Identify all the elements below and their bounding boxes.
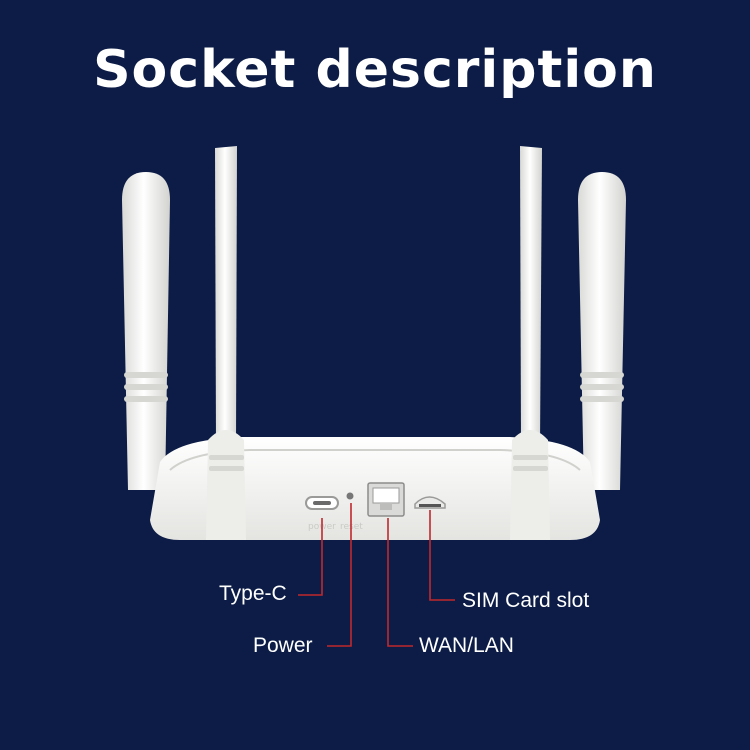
antenna-right-inner xyxy=(510,146,550,540)
antenna-left-inner xyxy=(206,146,246,540)
type-c-callout-line xyxy=(298,518,323,596)
wan-lan-callout-line xyxy=(387,518,413,647)
reset-pinhole xyxy=(346,492,354,500)
page-title: Socket description xyxy=(93,40,657,100)
power-label: Power xyxy=(253,634,313,657)
antenna-right-outer xyxy=(578,172,626,490)
sim-card-slot-label: SIM Card slot xyxy=(462,589,590,612)
wan-lan-label: WAN/LAN xyxy=(419,634,514,657)
type-c-label: Type-C xyxy=(219,582,287,605)
power-callout-line xyxy=(327,503,352,647)
sim-callout-line xyxy=(429,510,455,601)
antenna-left-outer xyxy=(122,172,170,490)
